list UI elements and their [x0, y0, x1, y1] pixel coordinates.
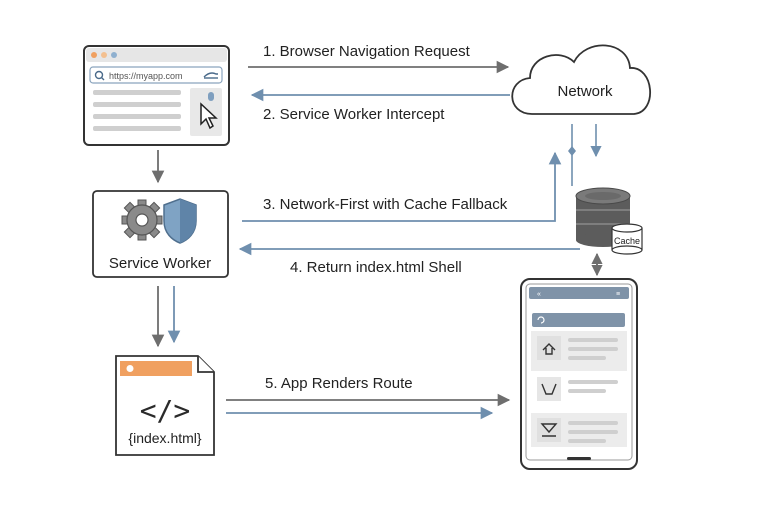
mouse-icon	[208, 92, 214, 101]
file-label: {index.html}	[128, 430, 201, 446]
mail-icon	[540, 423, 558, 437]
item-icon	[541, 383, 557, 395]
window-dot-icon	[111, 52, 117, 58]
step-label-5: 5. App Renders Route	[265, 375, 413, 392]
status-icon-left: «	[537, 291, 541, 298]
network-cloud: Network	[511, 44, 651, 115]
shield-icon	[163, 198, 197, 244]
code-symbol: </>	[140, 394, 191, 427]
cursor-icon	[200, 102, 218, 130]
gear-icon	[121, 199, 163, 241]
cache-badge: Cache	[611, 223, 643, 255]
file-tab-dot-icon	[126, 365, 134, 372]
service-worker-label: Service Worker	[109, 255, 211, 272]
refresh-icon	[537, 316, 545, 324]
status-icon-right: ≡	[616, 291, 620, 298]
step-label-1: 1. Browser Navigation Request	[263, 43, 471, 60]
network-label: Network	[557, 83, 613, 100]
service-worker-box: Service Worker	[92, 190, 229, 278]
cache-label: Cache	[614, 236, 640, 246]
address-bar[interactable]: https://myapp.com	[89, 66, 223, 84]
step-label-3: 3. Network-First with Cache Fallback	[263, 196, 508, 213]
arrow-step-3	[242, 151, 562, 222]
home-icon	[542, 343, 556, 355]
index-file-icon: </> {index.html}	[115, 355, 215, 456]
step-label-4: 4. Return index.html Shell	[290, 259, 462, 276]
bookmark-icon	[203, 72, 218, 78]
url-text: https://myapp.com	[109, 71, 183, 81]
window-dot-icon	[91, 52, 97, 58]
window-dot-icon	[101, 52, 107, 58]
browser-window: https://myapp.com	[83, 45, 230, 146]
step-label-2: 2. Service Worker Intercept	[263, 106, 445, 123]
mobile-phone: « ≡	[520, 278, 638, 470]
search-icon	[94, 70, 105, 81]
